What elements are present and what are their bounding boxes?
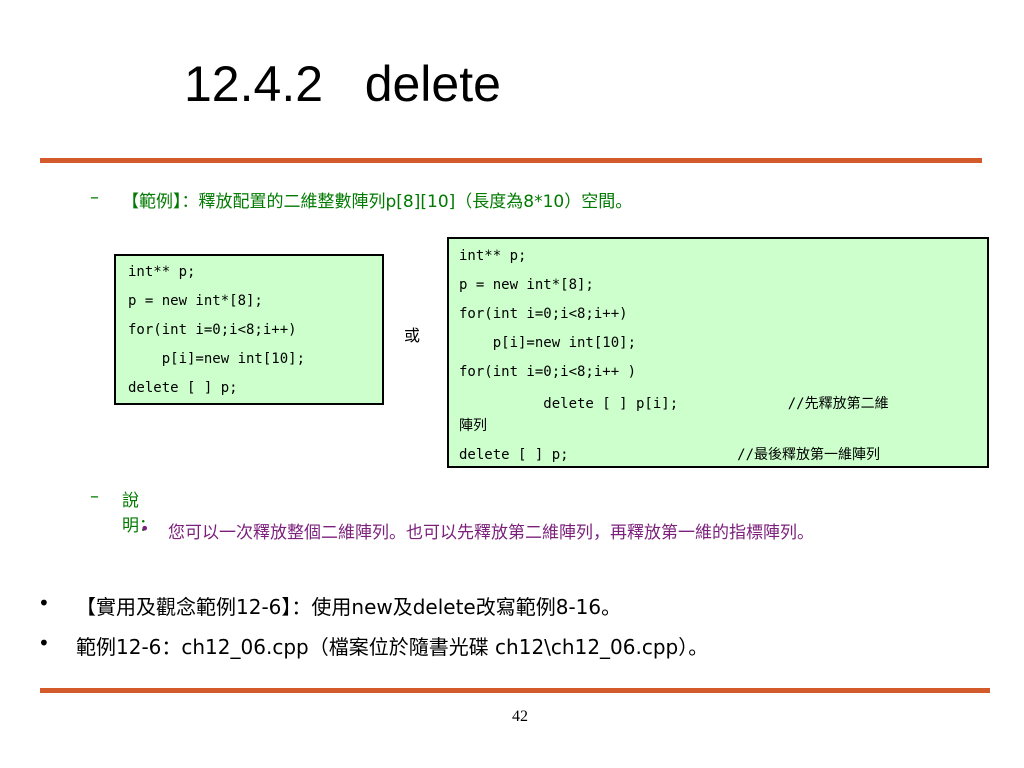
code-line: p[i]=new int[10]; bbox=[128, 351, 306, 367]
code-line: p = new int*[8]; bbox=[459, 277, 594, 293]
bullet-text: 範例12-6：ch12_06.cpp（檔案位於隨書光碟 ch12\ch12_06… bbox=[76, 635, 709, 659]
dash-marker: – bbox=[90, 486, 99, 507]
code-line: delete [ ] p; //最後釋放第一維陣列 bbox=[459, 447, 881, 463]
code-line: p = new int*[8]; bbox=[128, 293, 263, 309]
page-number: 42 bbox=[512, 708, 528, 725]
code-line: delete [ ] p; bbox=[128, 380, 238, 396]
example-description: 【範例】：釋放配置的二維整數陣列p[8][10]（長度為8*10）空間。 bbox=[122, 192, 633, 212]
or-label: 或 bbox=[404, 326, 421, 345]
explanation-heading: 說明： bbox=[122, 491, 156, 536]
explanation-text: 您可以一次釋放整個二維陣列。也可以先釋放第二維陣列，再釋放第一維的指標陣列。 bbox=[168, 523, 814, 543]
code-line: for(int i=0;i<8;i++) bbox=[459, 306, 628, 322]
code-line: for(int i=0;i<8;i++ ) bbox=[459, 364, 637, 380]
code-line: int** p; bbox=[128, 264, 196, 280]
slide-title: 12.4.2 delete bbox=[184, 56, 501, 112]
code-line: int** p; bbox=[459, 248, 527, 264]
code-line: 陣列 bbox=[459, 418, 487, 434]
code-line: for(int i=0;i<8;i++) bbox=[128, 322, 297, 338]
top-divider bbox=[40, 158, 982, 163]
code-block-detailed: int** p; p = new int*[8]; for(int i=0;i<… bbox=[447, 237, 989, 468]
bottom-divider bbox=[40, 688, 990, 693]
code-line: p[i]=new int[10]; bbox=[459, 335, 637, 351]
code-line: delete [ ] p[i]; //先釋放第二維 bbox=[459, 396, 889, 412]
code-block-simple: int** p; p = new int*[8]; for(int i=0;i<… bbox=[114, 254, 384, 405]
dash-marker: – bbox=[90, 187, 99, 208]
bullet-text: 【實用及觀念範例12-6】：使用new及delete改寫範例8-16。 bbox=[76, 595, 622, 619]
bullet-marker: • bbox=[38, 591, 50, 615]
bullet-marker: • bbox=[140, 519, 150, 538]
bullet-marker: • bbox=[38, 631, 50, 655]
